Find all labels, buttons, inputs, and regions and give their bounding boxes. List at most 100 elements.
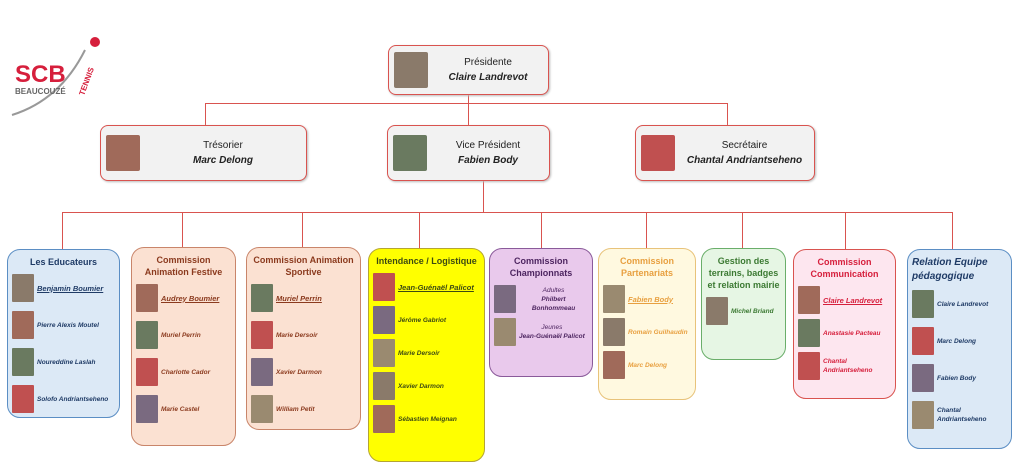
member-name-text: Sébastien Meignan xyxy=(398,415,457,423)
member-name: Solofo Andriantseheno xyxy=(37,395,108,404)
member-name-text: Claire Landrevot xyxy=(937,300,989,308)
member: Michel Briand xyxy=(706,297,781,325)
connector xyxy=(541,212,542,248)
member: Solofo Andriantseheno xyxy=(12,385,115,413)
member-name-text: Jérôme Gabriot xyxy=(398,316,447,324)
member: Marie Castel xyxy=(136,395,231,423)
member-name: Michel Briand xyxy=(731,307,774,316)
member-photo xyxy=(373,339,395,367)
member-name-text: Fabien Body xyxy=(937,374,977,382)
member: Benjamin Boumier xyxy=(12,274,115,302)
member-name-text: Marie Castel xyxy=(161,405,200,413)
member: Jérôme Gabriot xyxy=(373,306,480,334)
member: Jean-Guénaël Palicot xyxy=(373,273,480,301)
member-name-text: Xavier Darmon xyxy=(398,382,444,390)
member-name-text: Marie Dersoir xyxy=(398,349,440,357)
connector xyxy=(205,103,206,125)
connector xyxy=(646,212,647,248)
member-name-text: Fabien Body xyxy=(628,294,674,304)
svg-text:TENNIS: TENNIS xyxy=(77,65,96,96)
member-name-text: Solofo Andriantseheno xyxy=(37,395,109,403)
member-photo xyxy=(373,306,395,334)
member-photo xyxy=(373,372,395,400)
member-name: Chantal Andriantseheno xyxy=(823,357,891,375)
member: Fabien Body xyxy=(912,364,1007,392)
member: Audrey Boumier xyxy=(136,284,231,312)
member-name-text: Xavier Darmon xyxy=(276,368,322,376)
member: Muriel Perrin xyxy=(251,284,356,312)
member: Xavier Darmon xyxy=(373,372,480,400)
connector xyxy=(302,212,303,247)
member-name: Fabien Body xyxy=(628,295,673,304)
member-photo xyxy=(494,318,516,346)
member-name: Sébastien Meignan xyxy=(398,415,457,424)
member: Claire Landrevot xyxy=(798,286,891,314)
commission-title: Relation Equipe pédagogique xyxy=(912,257,988,282)
member-name: Audrey Boumier xyxy=(161,294,219,303)
commission-title: Commission Championnats xyxy=(509,256,573,278)
commission-title: Les Educateurs xyxy=(29,257,98,267)
member-name: Muriel Perrin xyxy=(161,331,201,340)
role-label: Présidente xyxy=(464,57,512,68)
member-name-text: William Petit xyxy=(276,405,315,413)
member-name-text: Benjamin Boumier xyxy=(37,283,104,293)
svg-text:BEAUCOUZÉ: BEAUCOUZÉ xyxy=(15,87,66,96)
member-name: Anastasie Pacteau xyxy=(823,329,880,338)
member-name-text: Michel Briand xyxy=(731,307,774,315)
member-name: Claire Landrevot xyxy=(823,296,882,305)
connector xyxy=(468,95,469,103)
member-photo xyxy=(12,311,34,339)
member-name: Jérôme Gabriot xyxy=(398,316,446,325)
member-category: Adultes xyxy=(542,286,565,294)
member-name-text: Chantal Andriantseheno xyxy=(937,407,987,423)
member-name: Noureddine Laslah xyxy=(37,358,96,367)
member-photo xyxy=(798,319,820,347)
member-photo xyxy=(106,135,140,171)
member-photo xyxy=(603,351,625,379)
member-name-text: Jean-Guénaël Palicot xyxy=(398,282,474,292)
connector xyxy=(483,181,484,212)
member-name: Muriel Perrin xyxy=(276,294,322,303)
member-name: Marie Dersoir xyxy=(276,331,318,340)
member-photo xyxy=(641,135,675,171)
member: Charlotte Cador xyxy=(136,358,231,386)
connector xyxy=(182,212,183,247)
club-logo: SCB BEAUCOUZÉ TENNIS xyxy=(11,37,100,116)
member-name-text: Muriel Perrin xyxy=(276,293,322,303)
member-name-text: Pierre Alexis Moutel xyxy=(37,321,99,329)
member-name: Romain Guilhaudin xyxy=(628,328,688,337)
member: Romain Guilhaudin xyxy=(603,318,691,346)
member-photo xyxy=(136,321,158,349)
connector xyxy=(845,212,846,249)
commission-title: Commission Communication xyxy=(810,257,879,279)
member-name-text: Marie Dersoir xyxy=(276,331,318,339)
connector xyxy=(62,212,953,213)
member-name: Charlotte Cador xyxy=(161,368,210,377)
member-name: Benjamin Boumier xyxy=(37,284,103,293)
role-label: Secrétaire xyxy=(721,140,768,151)
member-photo xyxy=(373,273,395,301)
member-name: Chantal Andriantseheno xyxy=(686,155,803,166)
member-photo xyxy=(251,284,273,312)
member-name: Chantal Andriantseheno xyxy=(937,406,1007,424)
member-photo xyxy=(706,297,728,325)
member: Marc Delong xyxy=(912,327,1007,355)
connector xyxy=(468,103,469,125)
member-name-text: Noureddine Laslah xyxy=(37,358,96,366)
member: Marie Dersoir xyxy=(373,339,480,367)
member-name: Marie Dersoir xyxy=(398,349,440,358)
member-name: Xavier Darmon xyxy=(398,382,444,391)
member-name: Xavier Darmon xyxy=(276,368,322,377)
